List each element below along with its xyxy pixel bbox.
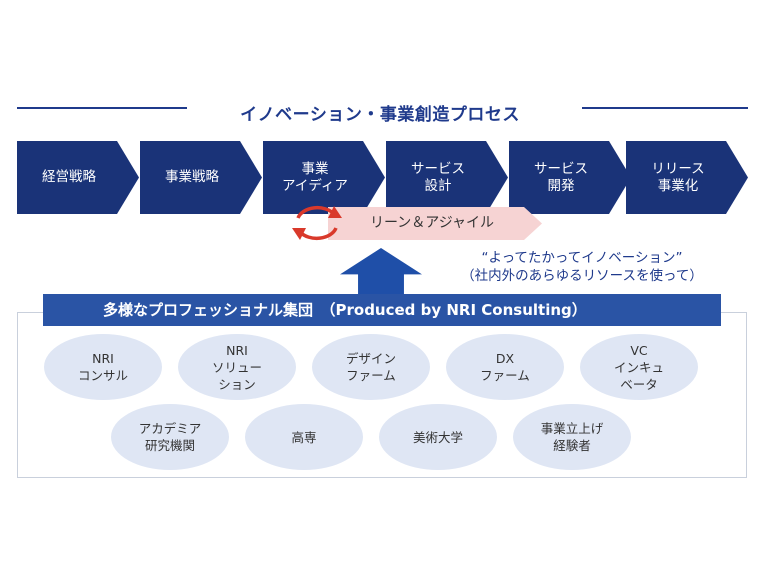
process-step-business-idea: 事業 アイディア (263, 141, 385, 214)
process-step-business-strategy: 事業戦略 (140, 141, 262, 214)
group-technical-college: 高専 (245, 404, 363, 470)
group-art-university: 美術大学 (379, 404, 497, 470)
group-academia: アカデミア 研究機関 (111, 404, 229, 470)
process-step-release: リリース 事業化 (626, 141, 748, 214)
group-nri-consulting: NRI コンサル (44, 334, 162, 400)
cycle-arrows-icon (292, 205, 342, 241)
lean-agile-band: リーン＆アジャイル (328, 207, 542, 240)
group-vc-incubator: VC インキュ ベータ (580, 334, 698, 400)
process-step-management-strategy: 経営戦略 (17, 141, 139, 214)
innovation-quote: “よってたかってイノベーション” （社内外のあらゆるリソースを使って） (461, 250, 703, 284)
diagram-title: イノベーション・事業創造プロセス (240, 105, 520, 125)
title-rule-left (17, 107, 187, 109)
group-design-firm: デザイン ファーム (312, 334, 430, 400)
group-startup-veterans: 事業立上げ 経験者 (513, 404, 631, 470)
title-rule-right (582, 107, 748, 109)
group-nri-solutions: NRI ソリュー ション (178, 334, 296, 400)
professional-group-banner: 多様なプロフェッショナル集団 （Produced by NRI Consulti… (43, 294, 721, 326)
process-step-service-development: サービス 開発 (509, 141, 631, 214)
process-step-service-design: サービス 設計 (386, 141, 508, 214)
up-arrow-icon (340, 248, 422, 296)
group-dx-firm: DX ファーム (446, 334, 564, 400)
